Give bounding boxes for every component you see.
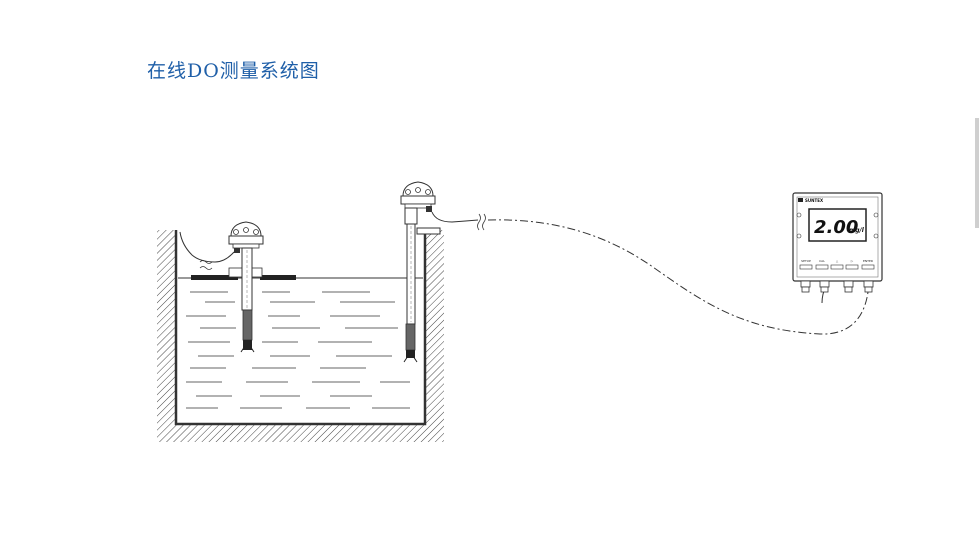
brand-text: SUNTEX xyxy=(805,198,823,203)
meter-button-4[interactable]: ENTER xyxy=(861,259,875,270)
meter-button-3[interactable]: ▷ xyxy=(845,259,859,270)
probe-right xyxy=(405,323,416,351)
meter-button-2[interactable]: △ xyxy=(830,259,844,270)
meter-button-key[interactable] xyxy=(815,264,829,270)
float-left xyxy=(191,275,238,280)
meter-button-label: △ xyxy=(836,259,839,263)
signal-cable xyxy=(487,219,869,335)
lcd-reading-unit: mg/l xyxy=(849,227,865,234)
mount-bracket xyxy=(416,227,441,235)
cable-glands xyxy=(800,280,874,293)
sensor-cable-right xyxy=(431,211,479,223)
float-right xyxy=(260,275,296,280)
meter-button-key[interactable] xyxy=(830,264,844,270)
meter-buttons: SETUP CAL △ ▷ ENTER xyxy=(799,259,875,270)
meter-button-key[interactable] xyxy=(861,264,875,270)
meter-button-key[interactable] xyxy=(799,264,813,270)
meter-button-key[interactable] xyxy=(845,264,859,270)
brand-logo: SUNTEX xyxy=(798,198,823,203)
lcd-reading-value: 2.00 xyxy=(814,217,858,238)
sensor-cable-left xyxy=(179,231,235,263)
meter-button-1[interactable]: CAL xyxy=(815,259,829,270)
meter-button-label: CAL xyxy=(819,259,825,263)
sensor-head-left xyxy=(228,221,264,253)
meter-button-label: ENTER xyxy=(863,259,873,263)
meter-button-label: ▷ xyxy=(851,259,854,263)
tank xyxy=(157,230,444,442)
tank-wall xyxy=(174,230,427,426)
meter-button-label: SETUP xyxy=(801,259,811,263)
meter-button-0[interactable]: SETUP xyxy=(799,259,813,270)
wall-sensor xyxy=(400,181,486,363)
probe-left xyxy=(242,309,253,341)
lcd-display xyxy=(808,208,867,242)
do-meter: SUNTEX 2.00 mg/l SETUP CAL △ ▷ ENTER xyxy=(792,192,883,293)
panel-screws xyxy=(796,212,879,239)
water-lines xyxy=(186,291,410,409)
edge-strip xyxy=(975,118,979,228)
sensor-head-right xyxy=(400,181,436,212)
page-title: 在线DO测量系统图 xyxy=(147,60,320,82)
float-sensor xyxy=(179,221,296,353)
